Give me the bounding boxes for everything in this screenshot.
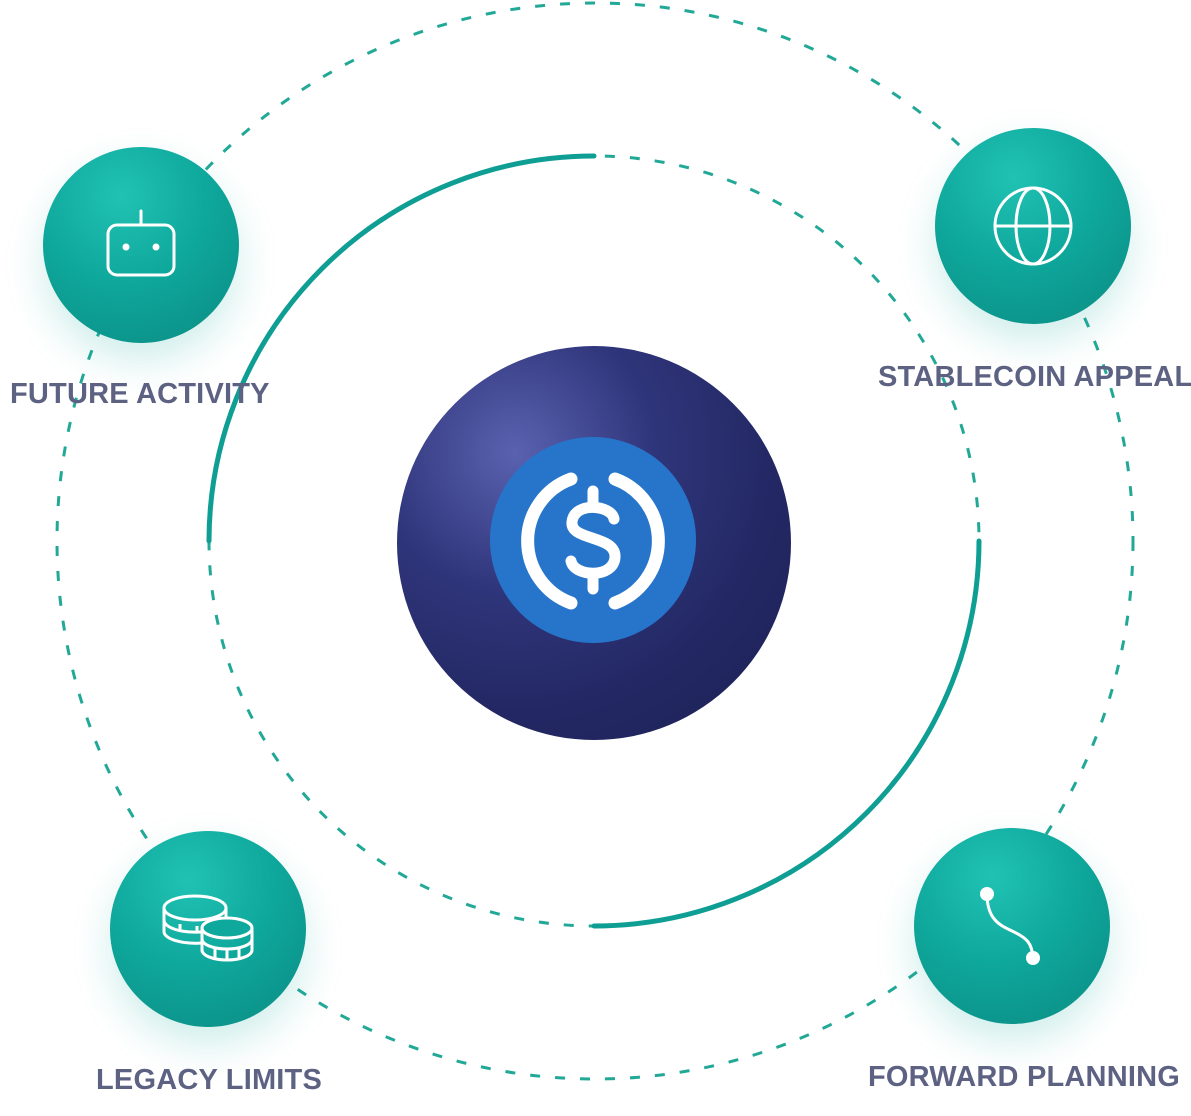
label-stablecoin-appeal: STABLECOIN APPEAL — [878, 361, 1191, 393]
node-stablecoin-appeal[interactable] — [935, 128, 1131, 324]
robot-icon — [106, 209, 176, 277]
globe-icon — [993, 186, 1073, 266]
label-legacy-limits: LEGACY LIMITS — [96, 1064, 323, 1096]
node-forward-planning[interactable] — [914, 828, 1110, 1024]
node-future-activity[interactable] — [43, 147, 239, 343]
label-forward-planning: FORWARD PLANNING — [868, 1061, 1180, 1093]
usdc-dollar-icon — [521, 472, 665, 610]
solid-arc-bottom-right — [591, 538, 982, 929]
outer-dashed-orbit — [55, 1, 1135, 1081]
path-icon — [980, 887, 1040, 965]
solid-arc-top-left — [206, 153, 597, 544]
label-future-activity: FUTURE ACTIVITY — [10, 378, 270, 410]
coins-icon — [162, 894, 254, 962]
usdc-coin — [490, 437, 696, 643]
node-legacy-limits[interactable] — [110, 831, 306, 1027]
